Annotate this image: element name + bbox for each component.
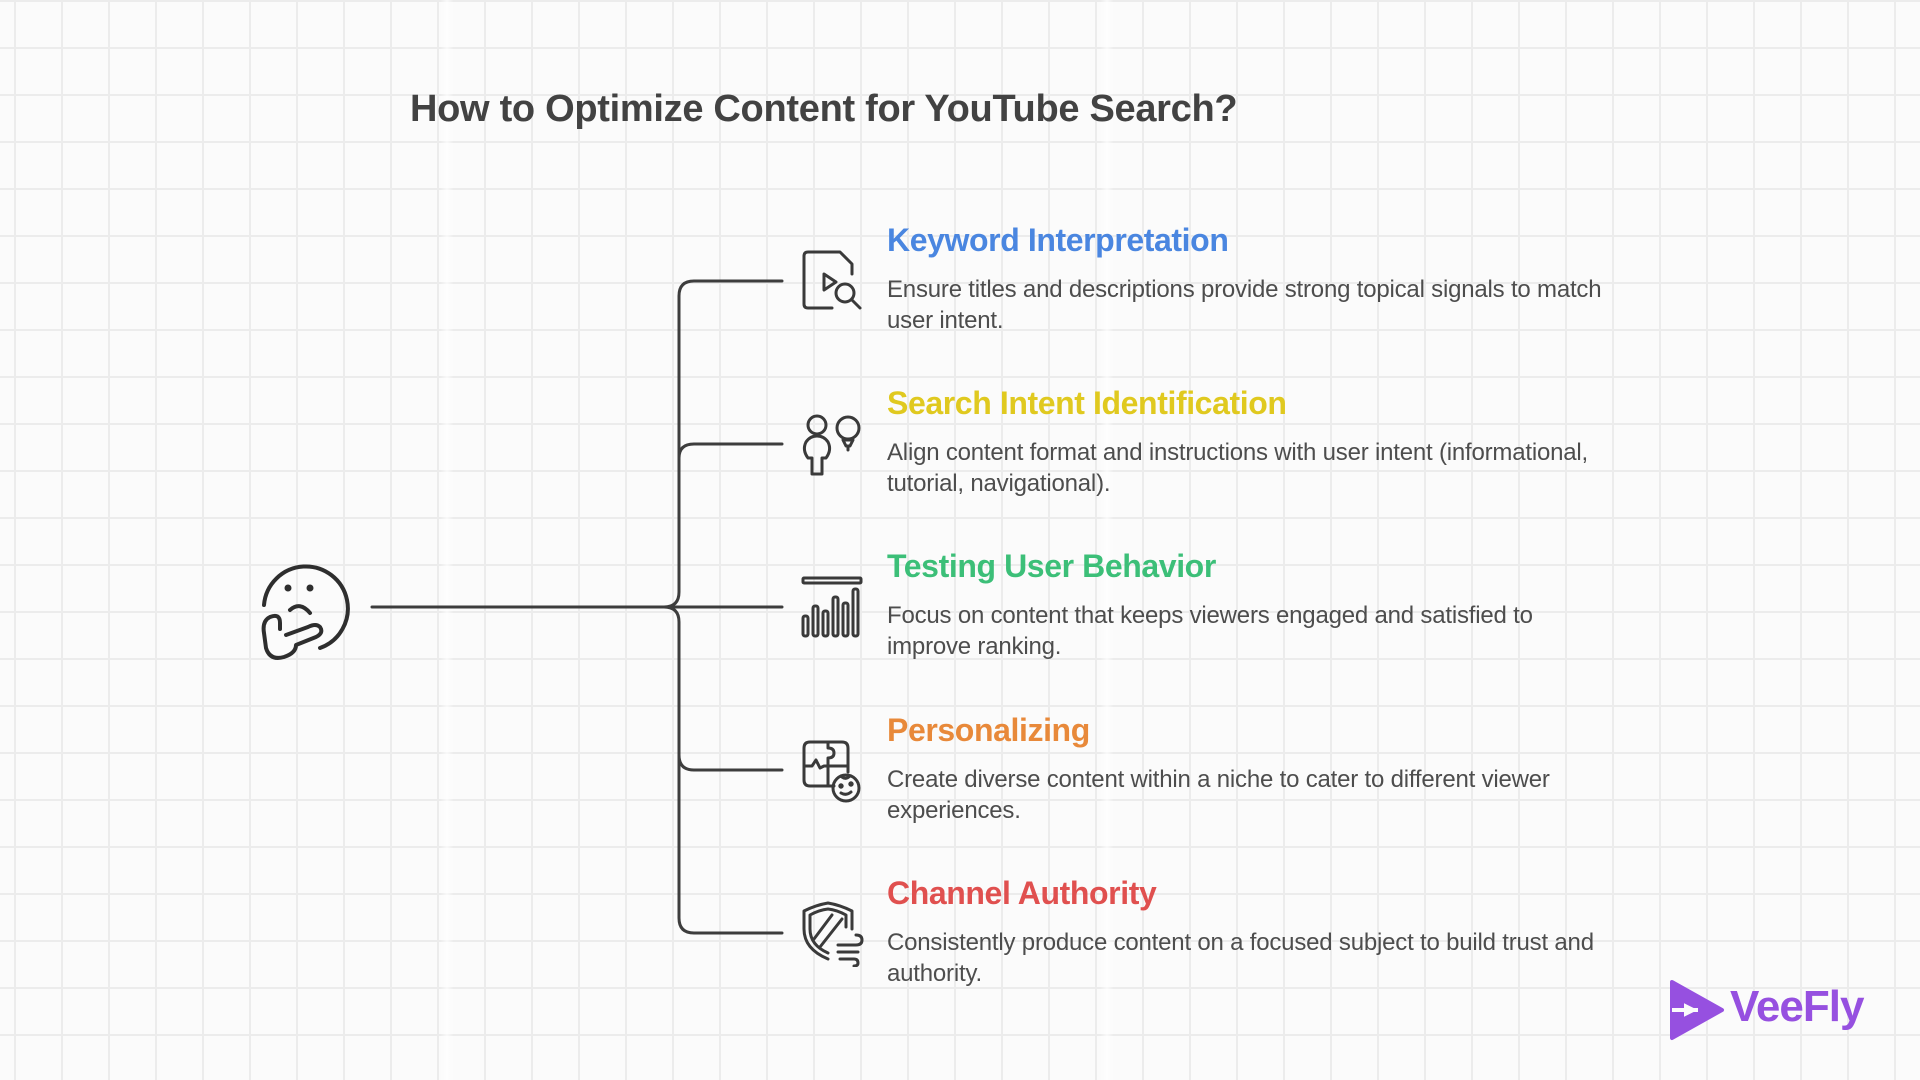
puzzle-face-icon	[802, 740, 861, 803]
item-testing-user-behavior: Testing User Behavior Focus on content t…	[887, 546, 1607, 662]
item-heading: Channel Authority	[887, 875, 1157, 911]
logo-text: VeeFly	[1730, 982, 1864, 1031]
item-description: Ensure titles and descriptions provide s…	[887, 276, 1602, 334]
bar-chart-icon	[801, 576, 863, 638]
item-description: Align content format and instructions wi…	[887, 439, 1589, 497]
thinking-face-icon	[261, 564, 350, 660]
item-description: Consistently produce content on a focuse…	[887, 929, 1594, 987]
branch-connector-5	[662, 605, 784, 935]
item-heading: Keyword Interpretation	[887, 222, 1229, 258]
item-search-intent-identification: Search Intent Identification Align conte…	[887, 383, 1607, 499]
branch-connector-4	[677, 753, 784, 772]
branch-connector-2	[677, 442, 784, 460]
veefly-logo: VeeFly	[1668, 976, 1868, 1046]
shield-wind-icon	[802, 901, 864, 967]
paper-fold	[440, 0, 454, 1080]
item-personalizing: Personalizing Create diverse content wit…	[887, 710, 1607, 826]
item-keyword-interpretation: Keyword Interpretation Ensure titles and…	[887, 220, 1607, 336]
item-heading: Personalizing	[887, 712, 1090, 748]
item-heading: Testing User Behavior	[887, 548, 1216, 584]
item-description: Create diverse content within a niche to…	[887, 766, 1550, 824]
person-lightbulb-icon	[802, 414, 861, 476]
video-file-search-icon	[802, 250, 862, 310]
item-channel-authority: Channel Authority Consistently produce c…	[887, 873, 1607, 989]
item-description: Focus on content that keeps viewers enga…	[887, 602, 1533, 660]
item-heading: Search Intent Identification	[887, 385, 1287, 421]
veefly-play-icon	[1670, 980, 1724, 1040]
page-title: How to Optimize Content for YouTube Sear…	[410, 88, 1238, 130]
branch-connector-1	[662, 279, 784, 609]
paper-fold	[1100, 0, 1114, 1080]
